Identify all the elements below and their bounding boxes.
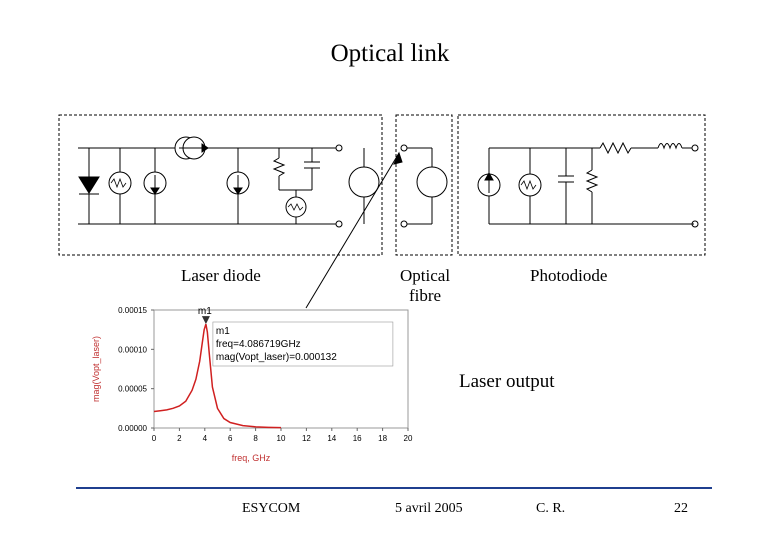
marker-readout-box — [212, 321, 394, 367]
page-title: Optical link — [330, 40, 450, 67]
photodiode-label: Photodiode — [530, 266, 608, 285]
x-tick-label: 14 — [327, 434, 336, 443]
laser-top-port — [335, 144, 343, 152]
marker-readout-line2: freq=4.086719GHz — [216, 339, 301, 350]
x-tick-label: 18 — [378, 434, 387, 443]
laser-bottom-port — [335, 220, 343, 228]
photodiode-block — [457, 114, 706, 256]
footer-author: C. R. — [536, 501, 566, 516]
y-tick-label: 0.00010 — [118, 345, 147, 354]
marker-readout-line1: m1 — [216, 326, 230, 337]
footer-page: 22 — [674, 501, 688, 516]
diode-symbol — [78, 176, 100, 194]
x-tick-label: 8 — [253, 434, 258, 443]
x-axis-label: freq, GHz — [232, 453, 271, 463]
pointer-line — [305, 152, 400, 309]
inductor — [657, 143, 683, 150]
optical-fibre-label-line1: Optical — [400, 266, 451, 285]
optical-fibre-block — [395, 114, 453, 256]
y-axis-label: mag(Vopt_laser) — [91, 336, 101, 402]
marker-name: m1 — [198, 306, 212, 317]
laser-circuit — [78, 136, 380, 228]
marker-triangle — [201, 316, 210, 325]
x-tick-label: 4 — [203, 434, 208, 443]
x-tick-label: 0 — [152, 434, 157, 443]
y-tick-label: 0.00005 — [118, 385, 147, 394]
series-line — [153, 323, 282, 429]
footer-date: 5 avril 2005 — [395, 501, 463, 516]
x-tick-label: 16 — [353, 434, 362, 443]
photodiode-circuit — [477, 141, 699, 228]
marker-readout-line3: mag(Vopt_laser)=0.000132 — [216, 352, 337, 363]
laser-output-plot: 0.00000 0.00005 0.00010 0.00015 0 2 4 6 8 10 12 14 1… — [91, 306, 413, 463]
x-tick-label: 2 — [177, 434, 182, 443]
y-tick-label: 0.00015 — [118, 306, 147, 315]
x-tick-label: 12 — [302, 434, 311, 443]
footer-org: ESYCOM — [242, 501, 301, 516]
laser-diode-block — [58, 114, 383, 256]
x-tick-label: 6 — [228, 434, 233, 443]
x-tick-label: 10 — [277, 434, 286, 443]
laser-output-label: Laser output — [459, 371, 555, 392]
series-resistor — [599, 141, 632, 155]
optical-fibre-label: Optical fibre — [400, 266, 450, 306]
footer-rule — [76, 487, 712, 489]
y-tick-label: 0.00000 — [118, 424, 147, 433]
optical-fibre-label-line2: fibre — [408, 286, 442, 305]
x-tick-label: 20 — [404, 434, 413, 443]
fibre-circuit — [400, 144, 448, 228]
laser-diode-label: Laser diode — [181, 266, 261, 285]
